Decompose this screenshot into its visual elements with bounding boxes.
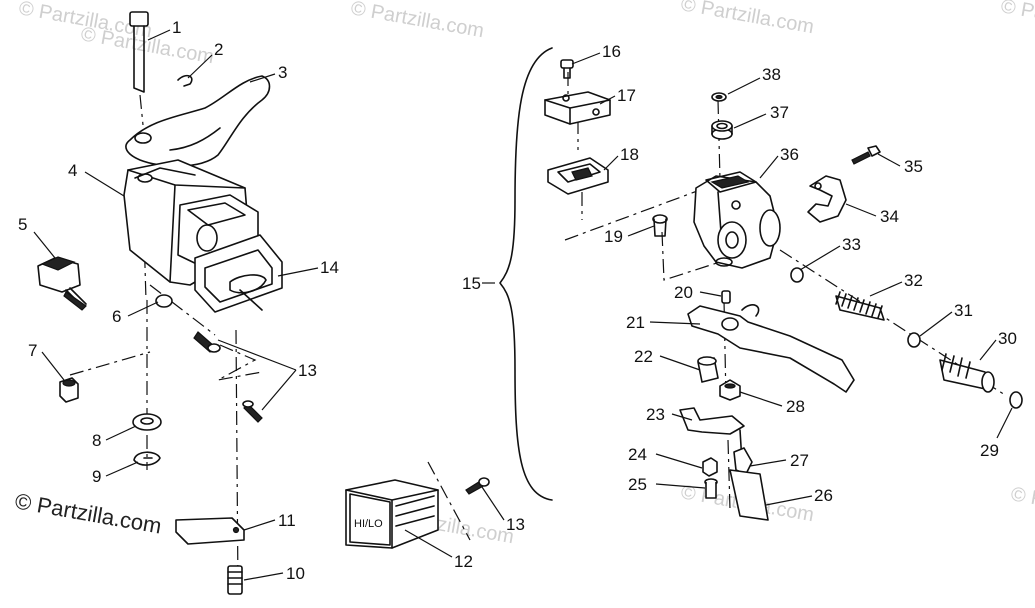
part-nut <box>702 457 718 477</box>
part-screw <box>227 565 243 595</box>
watermark-main: © Partzilla.com <box>13 488 163 538</box>
part-switch-cover <box>194 234 283 313</box>
callout-35: 35 <box>904 157 923 176</box>
part-spring <box>835 291 885 321</box>
callout-20: 20 <box>674 283 693 302</box>
centerline <box>427 461 471 541</box>
part-o-ring <box>1009 391 1023 409</box>
leader-lines <box>33 29 1013 581</box>
part-knob <box>37 256 87 311</box>
callout-12: 12 <box>454 552 473 571</box>
callout-13: 13 <box>298 361 317 380</box>
callout-14: 14 <box>320 258 339 277</box>
part-clip <box>177 74 193 87</box>
part-washer <box>155 294 173 308</box>
callout-4: 4 <box>68 161 77 180</box>
callout-37: 37 <box>770 103 789 122</box>
part-reservoir-cap <box>544 91 611 125</box>
centerline <box>564 189 701 241</box>
part-screw <box>242 400 263 423</box>
callout-34: 34 <box>880 207 899 226</box>
part-screw <box>851 145 881 165</box>
callout-9: 9 <box>92 467 101 486</box>
part-screw <box>560 59 574 79</box>
part-bushing <box>697 356 719 383</box>
part-pin <box>721 290 731 304</box>
callout-27: 27 <box>790 451 809 470</box>
callout-28: 28 <box>786 397 805 416</box>
callout-19: 19 <box>604 227 623 246</box>
callout-36: 36 <box>780 145 799 164</box>
callout-7: 7 <box>28 341 37 360</box>
centerline <box>139 94 148 470</box>
callout-labels: 1 2 3 4 5 6 7 8 9 10 11 12 13 13 14 15 1… <box>18 18 1017 583</box>
callout-32: 32 <box>904 271 923 290</box>
callout-3: 3 <box>278 63 287 82</box>
callout-26: 26 <box>814 486 833 505</box>
part-nut <box>719 379 741 401</box>
part-plate <box>729 469 769 521</box>
callout-24: 24 <box>628 445 647 464</box>
callout-17: 17 <box>617 86 636 105</box>
callout-33: 33 <box>842 235 861 254</box>
part-nut <box>59 377 79 403</box>
centerline <box>69 351 151 376</box>
callout-11: 11 <box>278 511 296 530</box>
part-master-cylinder <box>693 171 781 269</box>
part-plate <box>175 517 245 545</box>
switch-label: HI/LO <box>354 518 383 530</box>
part-piston <box>939 353 995 393</box>
callout-23: 23 <box>646 405 665 424</box>
part-e-clip <box>133 451 161 466</box>
centerline <box>567 72 583 220</box>
part-lever <box>125 75 271 167</box>
callout-30: 30 <box>998 329 1017 348</box>
part-screw <box>465 477 490 495</box>
part-screw <box>704 478 718 499</box>
callout-8: 8 <box>92 431 101 450</box>
part-washer <box>711 92 727 102</box>
callout-6: 6 <box>112 307 121 326</box>
callout-16: 16 <box>602 42 621 61</box>
watermark: © Partzilla.com <box>1009 483 1035 528</box>
part-brake-lever <box>687 304 855 393</box>
part-bushing <box>711 120 733 140</box>
part-clamp <box>807 175 847 223</box>
callout-2: 2 <box>214 40 223 59</box>
part-brake-switch <box>733 447 753 475</box>
bracket-15 <box>499 47 553 501</box>
callout-5: 5 <box>18 215 27 234</box>
part-switch: HI/LO <box>345 479 439 549</box>
callout-22: 22 <box>634 347 653 366</box>
callout-38: 38 <box>762 65 781 84</box>
callout-31: 31 <box>954 301 973 320</box>
callout-21: 21 <box>626 313 645 332</box>
part-screw <box>193 331 221 353</box>
watermark: © Partzilla.com <box>999 0 1035 40</box>
part-pivot-pin <box>652 214 668 237</box>
callout-13b: 13 <box>506 515 525 534</box>
part-bolt <box>129 11 149 93</box>
centerline <box>717 99 731 511</box>
callout-15: 15 <box>462 274 481 293</box>
callout-10: 10 <box>286 564 305 583</box>
part-washer <box>907 332 921 348</box>
centerline <box>235 329 239 591</box>
watermark: © Partzilla.com <box>679 0 816 38</box>
part-washer <box>790 267 804 283</box>
watermark: © Partzilla.com <box>349 0 486 42</box>
callout-25: 25 <box>628 475 647 494</box>
callout-29: 29 <box>980 441 999 460</box>
centerline <box>661 231 721 281</box>
callout-18: 18 <box>620 145 639 164</box>
centerline <box>149 284 263 381</box>
callout-1: 1 <box>172 18 181 37</box>
part-diaphragm <box>547 157 609 195</box>
part-washer <box>132 413 162 431</box>
